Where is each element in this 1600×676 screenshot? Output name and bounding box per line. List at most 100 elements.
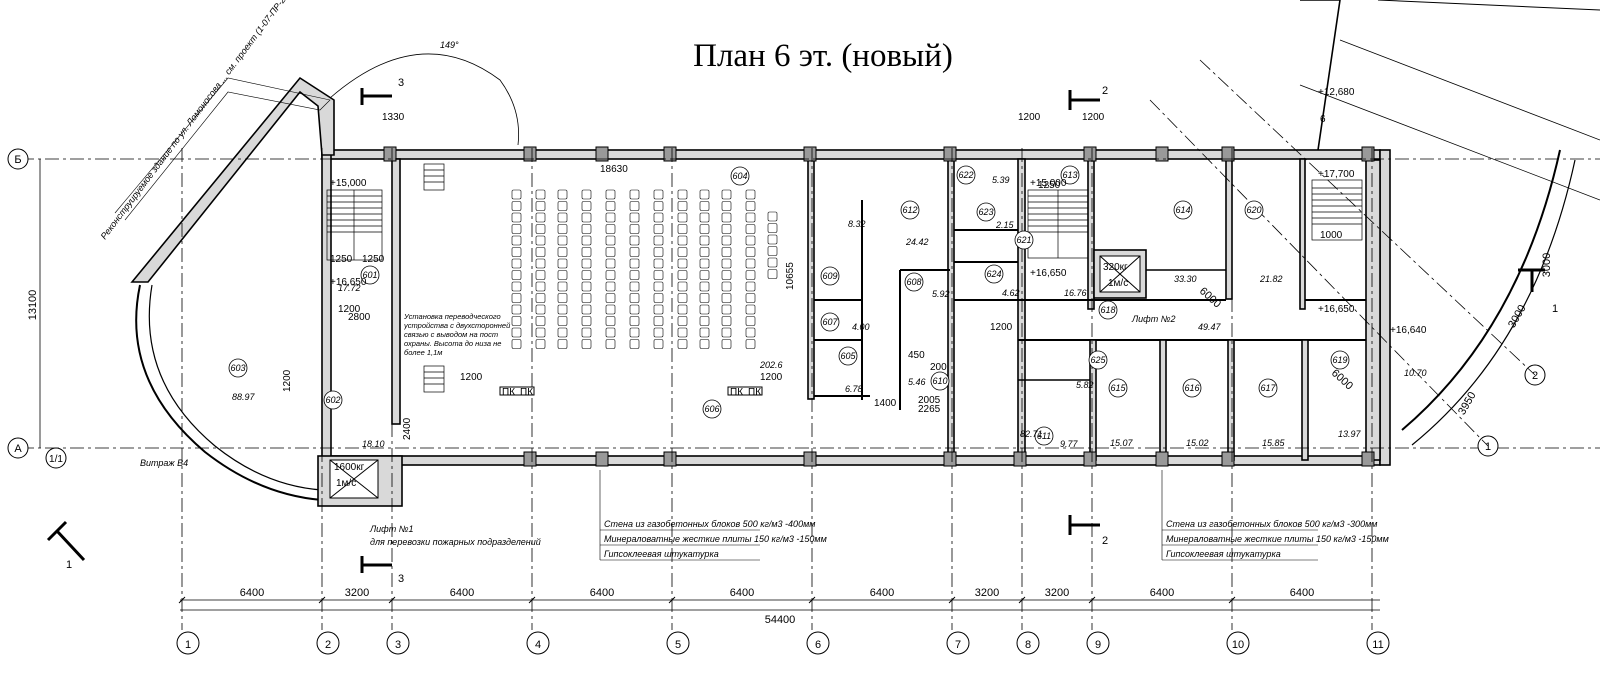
seat [745,258,756,269]
seat [767,257,778,268]
small-dim: 1400 [874,398,897,409]
dim-label: 3200 [345,587,369,599]
seat [677,270,688,280]
right-dim-4: 6000 [1197,285,1223,310]
seat [653,327,664,338]
wall-note-line: Стена из газобетонных блоков 500 кг/м3 -… [604,519,815,529]
room-tag-625: 625 [1088,350,1108,370]
seat [557,247,568,257]
dim-tick [318,596,326,604]
seat [653,224,664,234]
room-tag-608: 608 [904,272,924,292]
small-dim: 1200 [338,304,361,315]
seat [699,281,710,292]
section-1-right-label: 1 [1552,303,1558,315]
level-mark: +16,650 [330,277,367,288]
room-area: 5.46 [908,377,926,387]
section-1-left-label: 1 [66,559,72,571]
small-dimensions: 1330 1200 1200 1250 1250 1250 1200 1200 … [282,112,1343,440]
lift1-caption2: для перевозки пожарных подразделений [370,537,541,547]
section-2-bottom: 2 [1068,515,1108,547]
room-number: 602 [325,395,340,405]
seat [721,293,732,303]
auditorium-seating [511,189,778,349]
wall-note-line: Гипсоклеевая штукатурка [604,549,719,559]
seat [677,339,688,349]
level-mark: +16,640 [1390,325,1427,336]
seat [677,258,688,269]
small-dim: 1200 [282,369,293,392]
room-area: 9.77 [1060,439,1079,449]
seat [605,327,616,338]
room-tag-624: 624 [984,264,1004,284]
section-3-top-label: 3 [398,77,404,89]
seat [653,293,664,303]
axis-bubble-5: 5 [666,631,690,655]
room-tag-619: 619 [1330,350,1350,370]
pk-label: ПК [730,387,743,398]
seat [605,339,616,349]
axis-bubble-2: 2 [316,631,340,655]
seat [581,235,592,246]
small-dim: 1200 [460,372,483,383]
seat [677,281,688,292]
wall-note-line: Гипсоклеевая штукатурка [1166,549,1281,559]
dim-tick [528,596,536,604]
room-number: 617 [1260,383,1276,393]
dim-tick [668,596,676,604]
axis-number-2: 2 [325,639,331,651]
lift1-caption: Лифт №1 [369,524,413,534]
seat [581,201,592,211]
seat [745,270,756,280]
right-dim-2: 3000 [1506,303,1529,330]
level-mark: +16,650 [1318,304,1355,315]
seat [699,212,710,223]
small-dim: 1250 [330,254,353,265]
small-dim: 1250 [1038,180,1061,191]
lift2-caption: Лифт №2 [1131,314,1175,324]
seat [581,224,592,234]
lift1-speed: 1м/с [336,478,356,489]
section-1-left: 1 [46,520,86,571]
seat [511,327,522,338]
axis-number-11: 11 [1372,639,1383,651]
grid-axis-verticals [181,148,1373,630]
seat [677,201,688,211]
seat [581,281,592,292]
pk-label: ПК [520,387,533,398]
section-3-top: 3 [360,77,404,105]
room-tags: 60117.7260218.1060388.976046056.78606202… [228,165,1427,449]
room-tag-601: 601 [360,265,380,285]
room-number: 614 [1175,205,1190,215]
room-area: 4.00 [852,322,870,332]
seat [653,304,664,315]
columns [383,146,1375,467]
room-tag-602: 602 [323,390,343,410]
room-tag-606: 606 [702,399,722,419]
room-area: 5.39 [992,175,1010,185]
room-tag-609: 609 [820,266,840,286]
axis-bubble-4: 4 [526,631,550,655]
dim-label: 6400 [450,587,474,599]
axis-1-1-marker: 1/1 [45,447,67,469]
stairs [326,163,1363,393]
room-tag-604: 604 [730,166,750,186]
seat [721,212,732,223]
seat [629,281,640,292]
seat [721,247,732,257]
seat [557,189,568,200]
section-3-bottom-label: 3 [398,573,404,585]
room-area: 21.82 [1259,274,1283,284]
axis-bubble-8: 8 [1016,631,1040,655]
seat [535,189,546,200]
axis-number-3: 3 [395,639,401,651]
seat [581,247,592,257]
small-dim: 200 [930,362,947,373]
seat [767,246,778,256]
seat [629,247,640,257]
seat [581,258,592,269]
right-dim-3: 3950 [1456,390,1479,417]
seat [745,212,756,223]
section-2-top-label: 2 [1102,85,1108,97]
seat [699,304,710,315]
